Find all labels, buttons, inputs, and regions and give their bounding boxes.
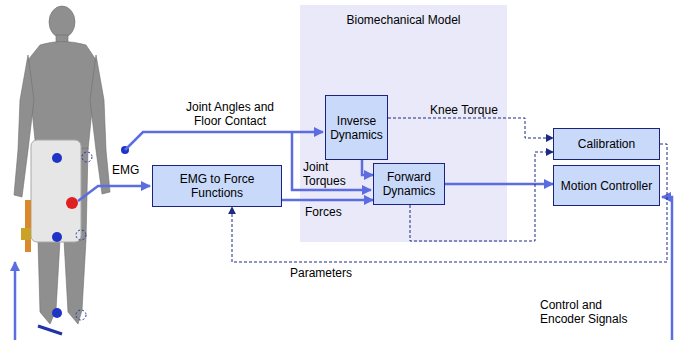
signal-label: Joint Angles and Floor Contact: [180, 100, 280, 128]
head: [49, 6, 75, 38]
control-wire: [14, 262, 17, 340]
arm: [90, 55, 110, 194]
prosthesis-sleeve: [31, 140, 81, 242]
torso: [28, 42, 96, 151]
signal-connector: [282, 199, 373, 202]
edge-label: Knee Torque: [430, 103, 510, 117]
band-fill-layer: [300, 5, 507, 242]
joint-angle-wire: [125, 132, 323, 150]
process-box: Inverse Dynamics: [325, 95, 388, 160]
process-box: Forward Dynamics: [373, 163, 445, 205]
box-label: EMG to Force Functions: [157, 172, 277, 200]
band-fill: [300, 5, 507, 242]
body-silhouette: [14, 6, 110, 324]
foot-plate: [38, 326, 62, 334]
signal-label: EMG: [112, 163, 152, 177]
marker-dot: [52, 308, 62, 318]
marker-dot: [52, 232, 62, 242]
prosthesis-joint: [21, 228, 31, 240]
process-box: EMG to Force Functions: [152, 165, 282, 207]
edge-label: Joint Torques: [303, 160, 353, 188]
marker-dot: [52, 153, 62, 163]
edge-label: Forces: [305, 205, 355, 219]
emg-wire: [78, 186, 150, 201]
prosthesis-strut: [25, 200, 31, 252]
hidden-marker: [76, 230, 86, 240]
edge-label: Parameters: [290, 266, 370, 280]
feedback-connector: [232, 144, 667, 262]
hidden-marker: [76, 310, 86, 320]
feedback-connector: [388, 118, 553, 138]
band-heading: Biomechanical Model: [300, 13, 507, 27]
signal-label: Control and Encoder Signals: [540, 298, 636, 326]
emg-electrode: [66, 197, 78, 209]
box-label: Forward Dynamics: [378, 170, 440, 198]
hidden-marker: [82, 152, 92, 162]
box-label: Motion Controller: [561, 179, 652, 193]
edge-layer: [232, 118, 667, 262]
signal-connector: [445, 183, 553, 186]
signal-connector: [362, 160, 373, 175]
signal-wires: [15, 132, 672, 340]
box-label: Calibration: [578, 137, 635, 151]
box-label: Inverse Dynamics: [330, 114, 383, 142]
process-box: Motion Controller: [553, 165, 660, 206]
process-box: Calibration: [553, 128, 660, 160]
